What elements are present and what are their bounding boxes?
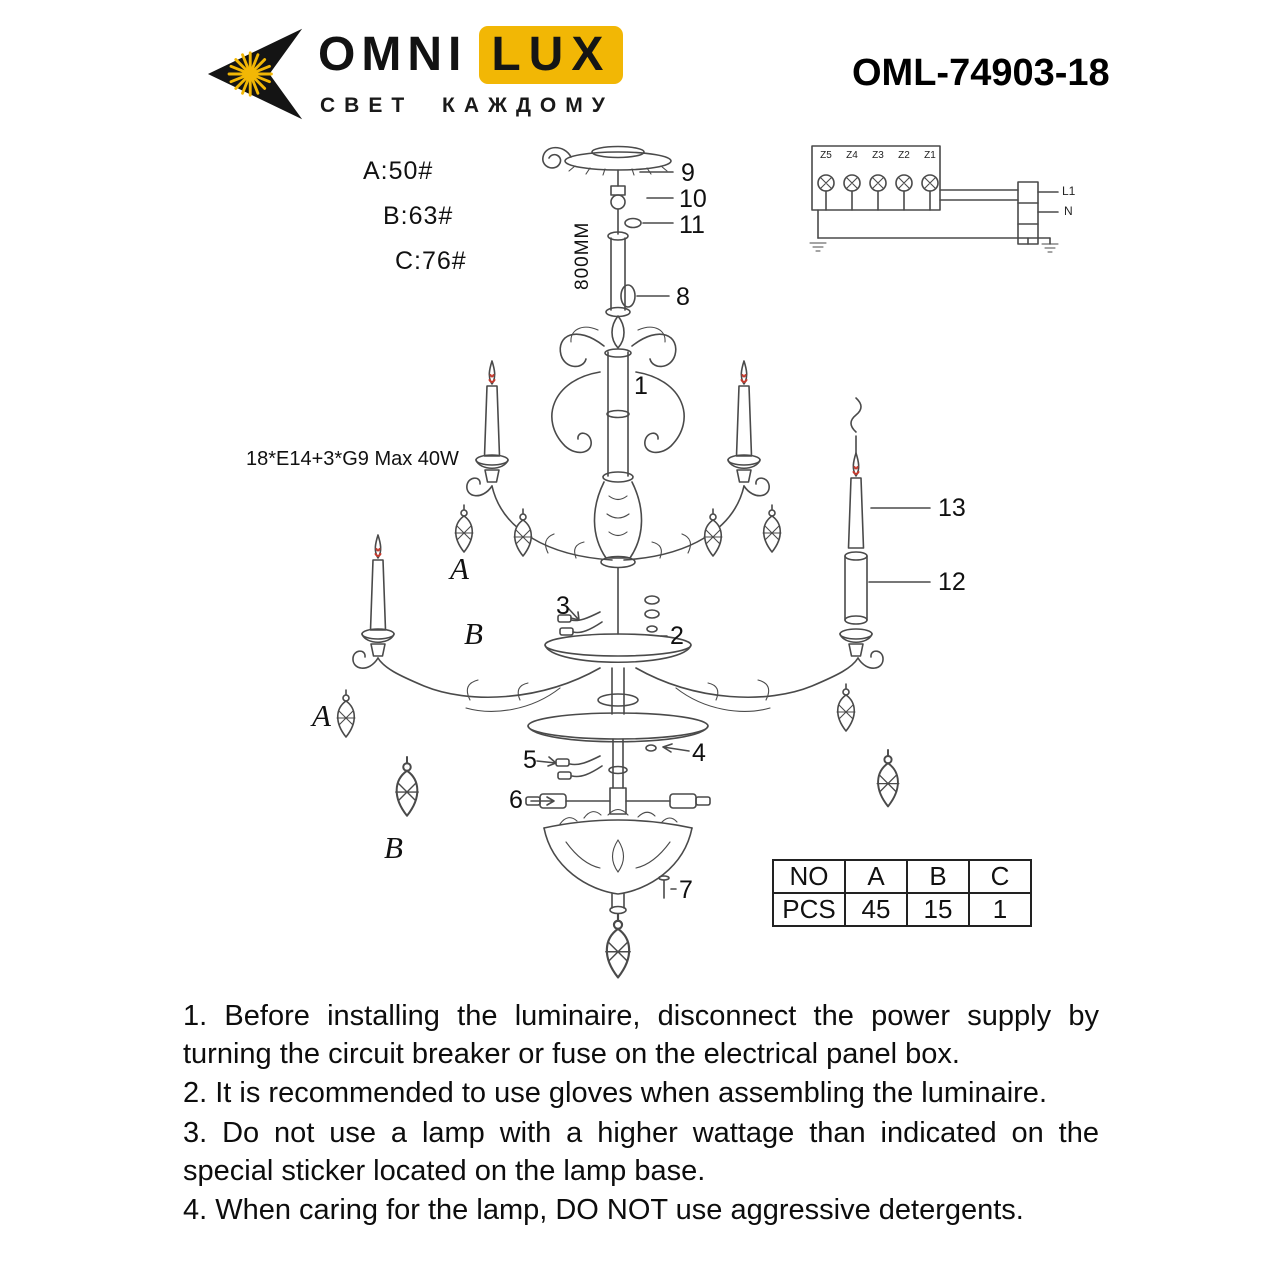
callout-3: 3 (556, 592, 570, 620)
table-cell-pcs: PCS (772, 892, 846, 927)
lamp-spec: 18*E14+3*G9 Max 40W (246, 448, 459, 470)
instruction-item-3: 3. Do not use a lamp with a higher watta… (183, 1117, 1099, 1187)
leader-lines (530, 171, 931, 890)
crystal-drops-lower-left (336, 689, 420, 817)
middle-fittings (557, 595, 660, 636)
wiring-neutral-label: N (1064, 204, 1073, 218)
spec-size-a: A:50# (363, 157, 434, 185)
part-letter-b-upper: B (464, 616, 483, 651)
wiring-terminal-label: Z3 (872, 150, 884, 161)
lower-candle-left (361, 534, 395, 657)
wiring-diagram (809, 145, 1059, 253)
callout-11: 11 (679, 211, 705, 239)
ceiling-canopy (542, 145, 672, 176)
wiring-terminal-label: Z5 (820, 150, 832, 161)
parts-table-pcs-row: PCS 45 15 1 (772, 892, 1032, 927)
middle-dish (544, 633, 692, 715)
omnilux-logo-icon (207, 28, 303, 120)
finial-drop (604, 912, 632, 979)
brand-omni: OMNI (318, 28, 468, 81)
callout-13: 13 (938, 494, 966, 522)
hanging-hardware (605, 169, 642, 318)
upper-candle-right (727, 360, 761, 483)
brand-lux: LUX (479, 26, 624, 84)
part-letter-a-lower: A (312, 698, 331, 733)
brand-tagline: СВЕТ КАЖДОМУ (320, 94, 614, 117)
crystal-drops-lower-right (836, 683, 900, 808)
table-cell-c-qty: 1 (968, 892, 1032, 927)
parts-table: NO A B C PCS 45 15 1 (772, 859, 1032, 927)
suspension-height-label: 800MM (572, 221, 593, 290)
wiring-line-label: L1 (1062, 184, 1076, 198)
column-scrolls (551, 371, 685, 454)
callout-7: 7 (679, 876, 693, 904)
callout-1: 1 (634, 372, 648, 400)
wiring-terminal-label: Z2 (898, 150, 910, 161)
instruction-item-1: 1. Before installing the luminaire, disc… (183, 1000, 1099, 1070)
upper-arms (466, 477, 770, 561)
table-cell-b-qty: 15 (906, 892, 970, 927)
table-header-b: B (906, 859, 970, 894)
wiring-terminal-label: Z4 (846, 150, 858, 161)
table-header-c: C (968, 859, 1032, 894)
callout-10: 10 (679, 185, 707, 213)
spec-size-b: B:63# (383, 202, 454, 230)
table-header-no: NO (772, 859, 846, 894)
bottom-plate (527, 712, 709, 789)
table-header-a: A (844, 859, 908, 894)
instruction-item-2: 2. It is recommended to use gloves when … (183, 1077, 1047, 1110)
table-cell-a-qty: 45 (844, 892, 908, 927)
callout-9: 9 (681, 159, 695, 187)
top-ornament (559, 315, 677, 368)
upper-candle-left (475, 360, 509, 483)
callout-6: 6 (509, 786, 523, 814)
candle-detail (839, 397, 873, 657)
callout-8: 8 (676, 283, 690, 311)
spec-size-c: C:76# (395, 247, 467, 275)
instruction-item-4: 4. When caring for the lamp, DO NOT use … (183, 1194, 1024, 1227)
callout-12: 12 (938, 568, 966, 596)
callout-2: 2 (670, 622, 684, 650)
part-letter-a-upper: A (450, 551, 469, 586)
wiring-terminal-label: Z1 (924, 150, 936, 161)
instructions-list: 1. Before installing the luminaire, disc… (183, 998, 1099, 1232)
lower-arms (352, 650, 884, 712)
callout-5: 5 (523, 746, 537, 774)
omnilux-logo: OMNI LUX СВЕТ КАЖДОМУ (206, 26, 624, 122)
chandelier-drawing (336, 145, 931, 979)
parts-table-header-row: NO A B C (772, 859, 1032, 894)
logo-text: OMNI LUX СВЕТ КАЖДОМУ (318, 26, 624, 118)
bottom-bowl (543, 808, 693, 915)
part-letter-b-lower: B (384, 830, 403, 865)
model-number: OML-74903-18 (852, 52, 1110, 94)
callout-4: 4 (692, 739, 706, 767)
center-column (593, 348, 643, 635)
